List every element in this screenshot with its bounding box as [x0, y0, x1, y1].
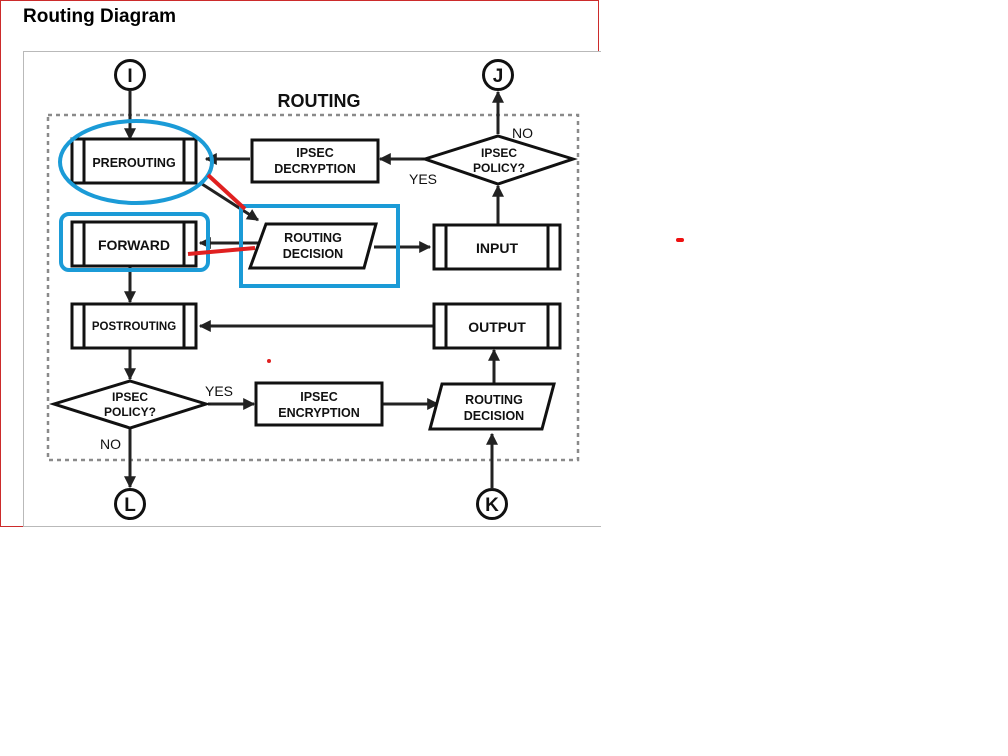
routing-decision-upper: ROUTING DECISION — [247, 222, 378, 270]
svg-text:L: L — [124, 495, 136, 516]
svg-text:POLICY?: POLICY? — [473, 161, 525, 175]
forward-box: FORWARD — [70, 220, 198, 268]
svg-text:FORWARD: FORWARD — [98, 237, 170, 253]
label-lower-yes: YES — [205, 383, 233, 399]
svg-text:ROUTING: ROUTING — [465, 393, 523, 407]
svg-text:I: I — [127, 66, 132, 87]
svg-text:ENCRYPTION: ENCRYPTION — [278, 406, 360, 420]
input-box: INPUT — [432, 223, 562, 271]
svg-text:POSTROUTING: POSTROUTING — [92, 321, 176, 333]
ipsec-policy-upper: IPSEC POLICY? — [420, 134, 578, 186]
page-title: Routing Diagram — [23, 6, 177, 27]
terminal-i: I — [114, 59, 146, 91]
svg-text:POLICY?: POLICY? — [104, 405, 156, 419]
svg-text:DECISION: DECISION — [464, 409, 524, 423]
svg-text:OUTPUT: OUTPUT — [468, 319, 526, 335]
red-connector-forward — [187, 246, 256, 256]
ipsec-encryption-box: IPSEC ENCRYPTION — [254, 381, 384, 427]
svg-text:DECRYPTION: DECRYPTION — [274, 162, 356, 176]
routing-boundary — [46, 113, 580, 462]
svg-text:IPSEC: IPSEC — [481, 146, 517, 160]
diagram-frame: Routing Diagram ROUTING I J L — [0, 0, 601, 527]
edge-prerouting-to-routing — [201, 182, 260, 222]
svg-text:IPSEC: IPSEC — [296, 146, 334, 160]
routing-title: ROUTING — [278, 91, 361, 111]
label-lower-no: NO — [100, 436, 121, 452]
routing-decision-lower: ROUTING DECISION — [428, 382, 556, 431]
postrouting-box: POSTROUTING — [70, 302, 198, 350]
ipsec-decryption-box: IPSEC DECRYPTION — [250, 138, 380, 184]
label-upper-yes: YES — [409, 171, 437, 187]
svg-text:J: J — [493, 66, 504, 87]
ipsec-policy-lower: IPSEC POLICY? — [48, 379, 212, 430]
routing-diagram: ROUTING I J L K — [46, 59, 580, 520]
red-connector-prerouting — [206, 173, 247, 211]
svg-text:IPSEC: IPSEC — [112, 390, 148, 404]
highlight-ellipse-prerouting — [58, 119, 214, 205]
output-box: OUTPUT — [432, 302, 562, 350]
terminal-k: K — [476, 488, 508, 520]
terminal-l: L — [114, 488, 146, 520]
svg-text:K: K — [485, 495, 499, 516]
prerouting-box: PREROUTING — [70, 137, 198, 185]
diagram-panel: ROUTING I J L K — [23, 51, 601, 527]
red-dot — [267, 359, 271, 363]
svg-text:PREROUTING: PREROUTING — [92, 156, 175, 170]
label-upper-no: NO — [512, 125, 533, 141]
svg-text:IPSEC: IPSEC — [300, 390, 338, 404]
svg-text:INPUT: INPUT — [476, 240, 518, 256]
highlight-box-forward — [59, 212, 210, 272]
terminal-j: J — [482, 59, 514, 91]
svg-text:ROUTING: ROUTING — [284, 231, 342, 245]
red-mark — [676, 238, 684, 242]
svg-text:DECISION: DECISION — [283, 247, 343, 261]
highlight-box-routing-decision — [239, 204, 400, 288]
